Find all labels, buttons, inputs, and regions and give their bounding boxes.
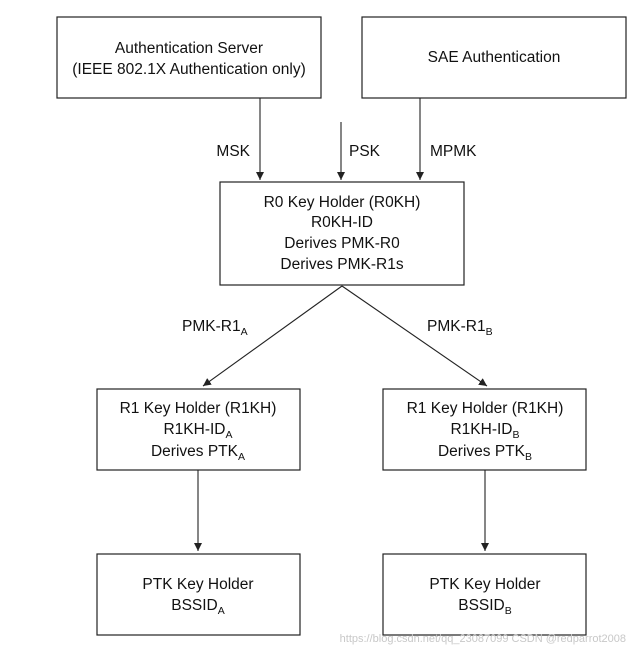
r1kh-b-line2-sub: B [513,429,520,441]
r1kh-a-line2-sub: A [226,429,233,441]
ptk-b-line2-main: BSSID [458,597,505,614]
ptk-b-line2-sub: B [505,605,512,617]
r1kh-a-line1: R1 Key Holder (R1KH) [120,400,277,417]
label-psk: PSK [349,143,381,160]
auth-server-line2: (IEEE 802.1X Authentication only) [72,61,306,78]
r1kh-b-line3-sub: B [525,451,532,463]
ptk-b-node: PTK Key Holder BSSIDB [382,553,587,636]
ptk-a-line2-main: BSSID [171,597,218,614]
r1kh-a-line3-sub: A [238,451,245,463]
r1kh-a-node: R1 Key Holder (R1KH) R1KH-IDA Derives PT… [96,388,301,471]
r1kh-a-line2-main: R1KH-ID [163,421,225,438]
r1kh-b-line2-main: R1KH-ID [450,421,512,438]
r0kh-node: R0 Key Holder (R0KH) R0KH-ID Derives PMK… [219,181,465,286]
ptk-a-line2-sub: A [218,605,225,617]
label-mpmk: MPMK [430,143,477,160]
label-pmk-r1a: PMK-R1A [182,318,248,338]
r1kh-b-line3: Derives PTKB [438,443,532,463]
watermark-text: https://blog.csdn.net/qq_23087099 CSDN @… [340,633,626,645]
ptk-b-line2: BSSIDB [458,597,512,617]
r1kh-a-line3-main: Derives PTK [151,443,239,460]
r1kh-b-line1: R1 Key Holder (R1KH) [407,400,564,417]
label-pmk-r1b-main: PMK-R1 [427,318,486,335]
label-pmk-r1b-sub: B [486,326,493,338]
ptk-b-line1: PTK Key Holder [429,576,540,593]
r1kh-b-line2: R1KH-IDB [450,421,519,441]
r0kh-line1: R0 Key Holder (R0KH) [264,194,421,211]
label-pmk-r1b: PMK-R1B [427,318,493,338]
edge-pmk-r1a [202,285,343,387]
ptk-a-line1: PTK Key Holder [142,576,253,593]
r0kh-line4: Derives PMK-R1s [280,256,403,273]
r0kh-line2: R0KH-ID [311,214,373,231]
label-msk: MSK [216,143,250,160]
r1kh-b-line3-main: Derives PTK [438,443,526,460]
sae-line1: SAE Authentication [428,49,561,66]
edge-pmk-r1b [341,285,488,387]
r1kh-b-node: R1 Key Holder (R1KH) R1KH-IDB Derives PT… [382,388,587,471]
label-pmk-r1a-sub: A [241,326,248,338]
label-pmk-r1a-main: PMK-R1 [182,318,241,335]
r1kh-a-line2: R1KH-IDA [163,421,232,441]
r0kh-line3: Derives PMK-R0 [284,235,400,252]
auth-server-line1: Authentication Server [115,40,263,57]
auth-server-node: Authentication Server (IEEE 802.1X Authe… [56,16,322,99]
ptk-a-line2: BSSIDA [171,597,225,617]
ptk-a-node: PTK Key Holder BSSIDA [96,553,301,636]
sae-node: SAE Authentication [361,16,627,99]
r1kh-a-line3: Derives PTKA [151,443,245,463]
